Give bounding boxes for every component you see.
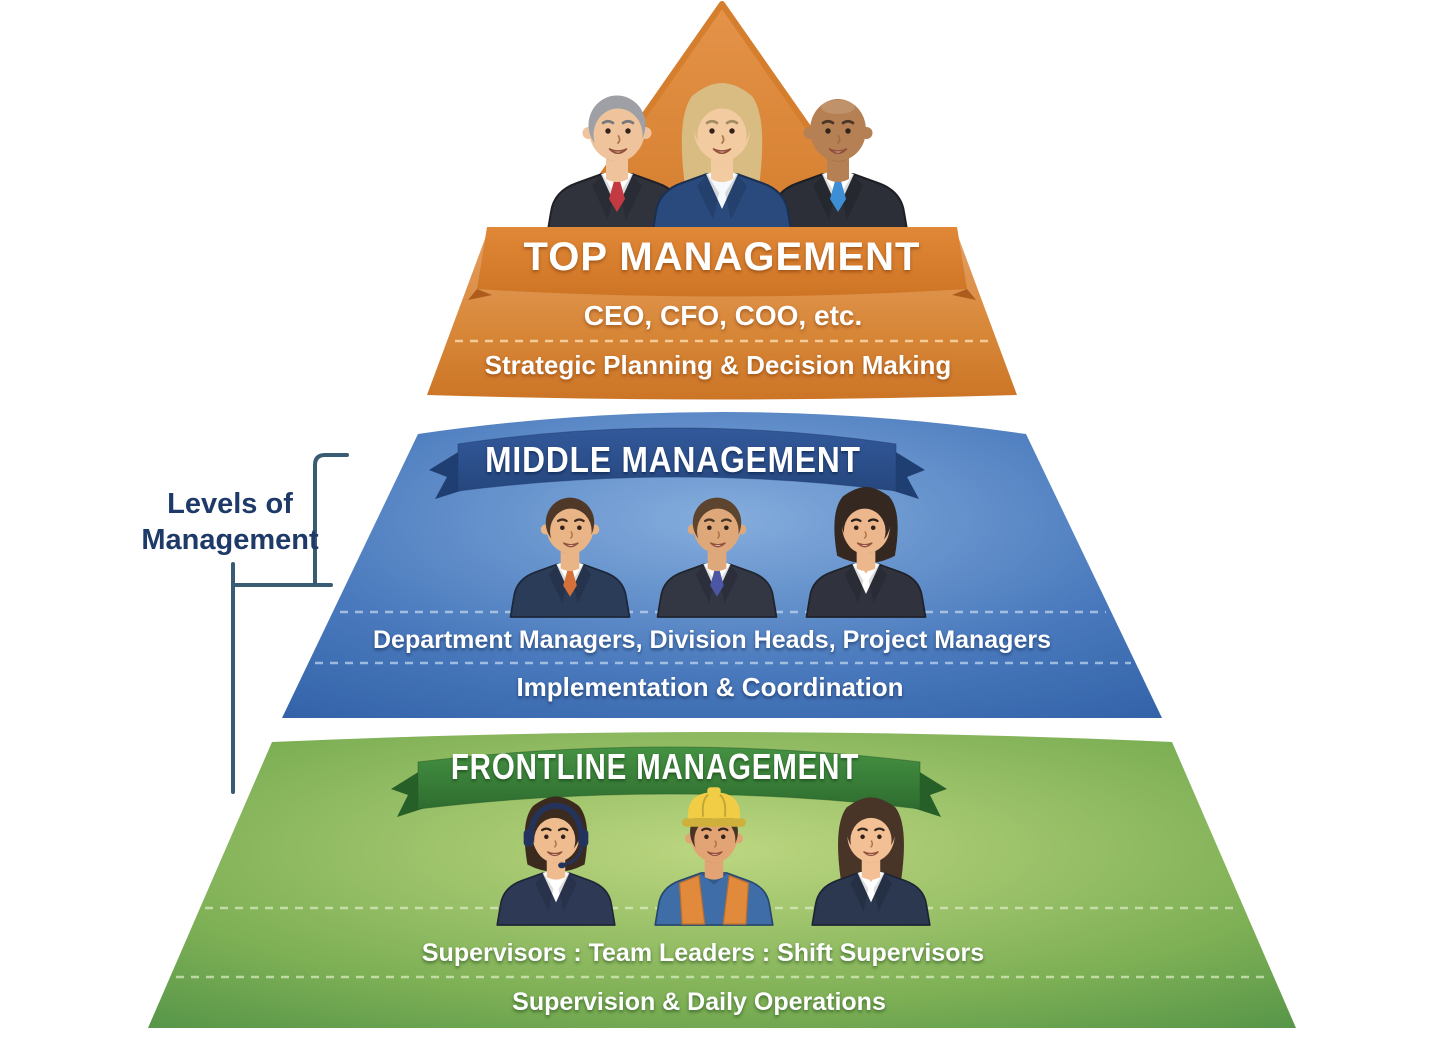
person-frontline-3 xyxy=(811,797,931,926)
levels-bracket xyxy=(231,453,349,794)
person-top-2 xyxy=(651,83,793,237)
top-management-people xyxy=(546,83,909,237)
person-middle-3 xyxy=(805,486,927,618)
person-frontline-2 xyxy=(654,787,774,926)
hardhat xyxy=(682,787,746,827)
person-top-1 xyxy=(546,95,688,237)
frontline-ribbon xyxy=(417,746,921,810)
person-middle-1 xyxy=(509,497,631,618)
person-frontline-1 xyxy=(496,796,616,926)
person-middle-2 xyxy=(656,497,778,618)
headset xyxy=(523,802,589,869)
middle-ribbon xyxy=(457,427,897,492)
top-banner-fold-left xyxy=(468,289,492,300)
levels-label-line2: Management xyxy=(141,524,319,556)
frontline-level-responsibility: Supervision & Daily Operations xyxy=(512,988,886,1016)
frontline-level-title: FRONTLINE MANAGEMENT xyxy=(450,746,860,787)
middle-management-people xyxy=(509,486,927,618)
middle-level-roles: Department Managers, Division Heads, Pro… xyxy=(373,626,1051,654)
person-top-3 xyxy=(767,99,909,237)
top-level-responsibility: Strategic Planning & Decision Making xyxy=(484,350,952,380)
top-level-roles: CEO, CFO, COO, etc. xyxy=(583,300,863,331)
frontline-level-roles: Supervisors : Team Leaders : Shift Super… xyxy=(421,939,985,967)
top-level-title: TOP MANAGEMENT xyxy=(523,235,921,279)
bracket-upper-arm xyxy=(313,453,349,587)
top-banner-fold-right xyxy=(952,289,976,300)
top-banner xyxy=(477,227,967,297)
middle-level-responsibility: Implementation & Coordination xyxy=(516,672,904,702)
levels-of-management-label: Levels of Management xyxy=(141,486,318,558)
levels-label-line1: Levels of xyxy=(167,488,293,520)
frontline-management-people xyxy=(496,787,931,926)
middle-level-title: MIDDLE MANAGEMENT xyxy=(485,439,861,480)
